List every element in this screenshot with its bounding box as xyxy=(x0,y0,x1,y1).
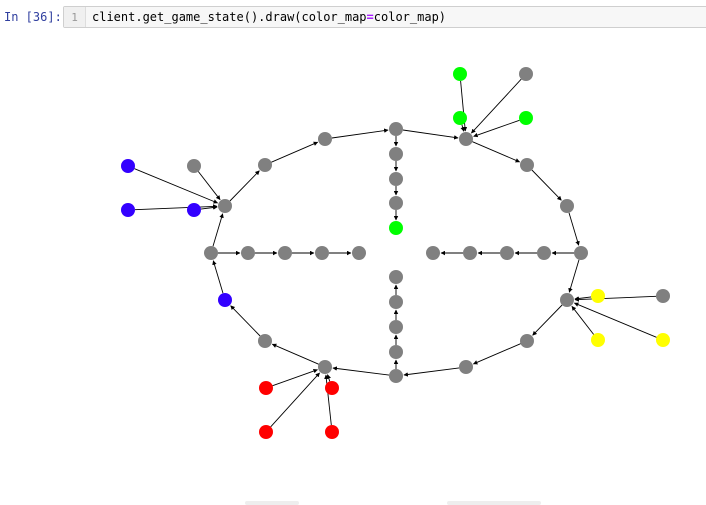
graph-node-gray xyxy=(315,246,329,260)
graph-node-gray xyxy=(218,199,232,213)
graph-node-gray xyxy=(500,246,514,260)
graph-node-blue xyxy=(218,293,232,307)
graph-edge xyxy=(212,213,224,247)
graph-edge xyxy=(331,128,389,139)
graph-node-yellow xyxy=(656,333,670,347)
graph-edge xyxy=(270,372,320,428)
graph-node-gray xyxy=(278,246,292,260)
graph-edge xyxy=(473,119,520,138)
graph-edge xyxy=(531,169,562,201)
graph-node-red xyxy=(325,425,339,439)
graph-node-gray xyxy=(537,246,551,260)
graph-node-gray xyxy=(459,360,473,374)
graph-node-green xyxy=(453,111,467,125)
graph-node-blue xyxy=(121,159,135,173)
graph-edge xyxy=(472,343,521,365)
graph-node-gray xyxy=(389,270,403,284)
graph-node-blue xyxy=(187,203,201,217)
graph-edge xyxy=(532,304,563,336)
graph-edge xyxy=(403,367,460,377)
cell-prompt: In [36]: xyxy=(4,10,62,24)
graph-node-gray xyxy=(520,334,534,348)
graph-node-green xyxy=(519,111,533,125)
graph-node-blue xyxy=(121,203,135,217)
graph-edge xyxy=(568,212,580,246)
graph-edge xyxy=(229,170,260,202)
graph-node-gray xyxy=(258,334,272,348)
graph-nodes xyxy=(121,67,670,439)
graph-node-gray xyxy=(426,246,440,260)
graph-edge xyxy=(326,374,331,382)
graph-node-gray xyxy=(352,246,366,260)
graph-node-gray xyxy=(318,132,332,146)
graph-node-gray xyxy=(389,320,403,334)
code-text-end: color_map) xyxy=(373,10,447,24)
graph-edge xyxy=(574,295,657,302)
graph-node-gray xyxy=(389,122,403,136)
graph-edge xyxy=(200,205,218,210)
graph-edge xyxy=(568,259,580,293)
code-operator: = xyxy=(366,10,374,24)
code-line[interactable]: client.get_game_state().draw(color_map=c… xyxy=(86,10,446,24)
graph-node-gray xyxy=(520,158,534,172)
graph-node-red xyxy=(325,381,339,395)
graph-node-gray xyxy=(389,369,403,383)
graph-node-gray xyxy=(241,246,255,260)
graph-node-gray xyxy=(204,246,218,260)
code-cell[interactable]: 1 client.get_game_state().draw(color_map… xyxy=(63,6,706,28)
graph-edge xyxy=(134,168,219,204)
output-scrollbar-right xyxy=(447,501,541,505)
code-text: client.get_game_state().draw(color_map xyxy=(92,10,367,24)
graph-node-gray xyxy=(318,360,332,374)
graph-node-gray xyxy=(574,246,588,260)
graph-edge xyxy=(230,305,261,337)
graph-edges xyxy=(134,78,657,428)
graph-node-gray xyxy=(656,289,670,303)
graph-edge xyxy=(212,260,224,294)
graph-edge xyxy=(460,124,465,132)
graph-node-gray xyxy=(258,158,272,172)
graph-edge xyxy=(271,141,319,163)
graph-edge xyxy=(571,305,595,335)
graph-edge xyxy=(471,78,522,134)
graph-node-green xyxy=(389,221,403,235)
graph-edge xyxy=(271,343,319,365)
graph-node-gray xyxy=(519,67,533,81)
graph-edge xyxy=(134,204,218,211)
line-number: 1 xyxy=(64,7,86,27)
graph-node-gray xyxy=(389,172,403,186)
graph-edge xyxy=(472,141,521,163)
graph-node-red xyxy=(259,381,273,395)
graph-node-gray xyxy=(560,199,574,213)
graph-node-gray xyxy=(463,246,477,260)
graph-node-gray xyxy=(560,293,574,307)
graph-edge xyxy=(402,129,459,140)
graph-node-yellow xyxy=(591,289,605,303)
graph-node-green xyxy=(453,67,467,81)
graph-edge xyxy=(573,302,657,338)
output-scrollbar-left xyxy=(245,501,299,505)
graph-node-gray xyxy=(389,147,403,161)
graph-edge xyxy=(197,171,221,201)
graph-node-gray xyxy=(389,196,403,210)
graph-node-yellow xyxy=(591,333,605,347)
graph-node-red xyxy=(259,425,273,439)
graph-node-gray xyxy=(389,295,403,309)
graph-node-gray xyxy=(187,159,201,173)
graph-node-gray xyxy=(459,132,473,146)
graph-edge xyxy=(332,366,390,376)
graph-edge xyxy=(272,368,318,387)
graph-node-gray xyxy=(389,345,403,359)
